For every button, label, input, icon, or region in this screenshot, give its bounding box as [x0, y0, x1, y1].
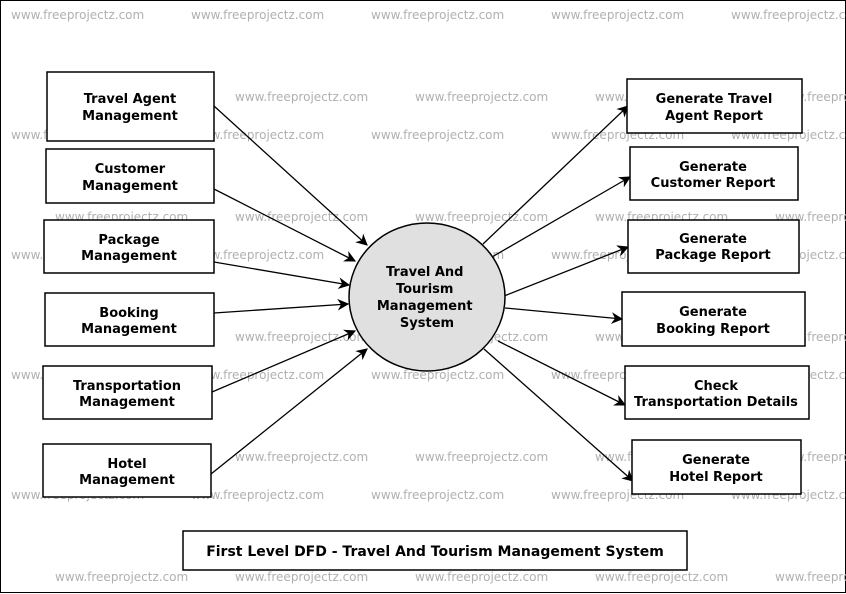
watermark-text: www.freeprojectz.com [235, 570, 368, 584]
flow-transportation-in [211, 329, 357, 393]
watermark-text: www.freeprojectz.com [415, 210, 548, 224]
watermark-text: www.freeprojectz.com [371, 8, 504, 22]
watermark-text: www.freeprojectz.com [191, 248, 324, 262]
watermark-text: www.freeprojectz.com [235, 450, 368, 464]
watermark-text: www.freeprojectz.com [191, 128, 324, 142]
watermark-text: www.freeprojectz.com [11, 8, 144, 22]
flow-package-in [213, 261, 351, 289]
watermark-text: www.freeprojectz.com [191, 368, 324, 382]
caption-text: First Level DFD - Travel And Tourism Man… [206, 544, 664, 560]
flow-hotel-in [210, 348, 368, 475]
central-process: Travel And Tourism Management System [348, 222, 506, 372]
watermark-text: www.freeprojectz.com [235, 210, 368, 224]
flow-customer-report-out [491, 176, 632, 258]
watermark-text: www.freeprojectz.com [415, 570, 548, 584]
flow-travel-agent-in [213, 105, 368, 246]
watermark-text: www.freeprojectz.com [595, 570, 728, 584]
flow-booking-report-out [504, 307, 624, 324]
watermark-text: www.freeprojectz.com [235, 330, 368, 344]
watermark-text: www.freeprojectz.com [731, 8, 846, 22]
watermark-text: www.freeprojectz.com [371, 128, 504, 142]
watermark-text: www.freeprojectz.com [415, 90, 548, 104]
watermark-text: www.freeprojectz.com [551, 8, 684, 22]
watermark-text: www.freeprojectz.com [415, 450, 548, 464]
watermark-text: www.freeprojectz.com [191, 8, 324, 22]
flow-package-report-out [503, 245, 630, 297]
flow-hotel-report-out [483, 348, 634, 482]
data-flows [210, 105, 634, 482]
flow-transportation-out [497, 340, 627, 406]
watermark-text: www.freeprojectz.com [235, 90, 368, 104]
watermark-text: www.freeprojectz.com [371, 368, 504, 382]
watermark-text: www.freeprojectz.com [191, 488, 324, 502]
flow-customer-in [213, 188, 357, 262]
central-process-label: Travel And Tourism Management System [377, 265, 477, 331]
flow-booking-in [213, 298, 350, 314]
central-process-circle [348, 222, 506, 372]
watermark-text: www.freeprojectz.com [775, 570, 846, 584]
watermark-text: www.freeprojectz.com [371, 488, 504, 502]
flow-travel-agent-report-out [482, 105, 629, 245]
watermark-text: www.freeprojectz.com [55, 570, 188, 584]
diagram-caption: First Level DFD - Travel And Tourism Man… [182, 530, 688, 571]
